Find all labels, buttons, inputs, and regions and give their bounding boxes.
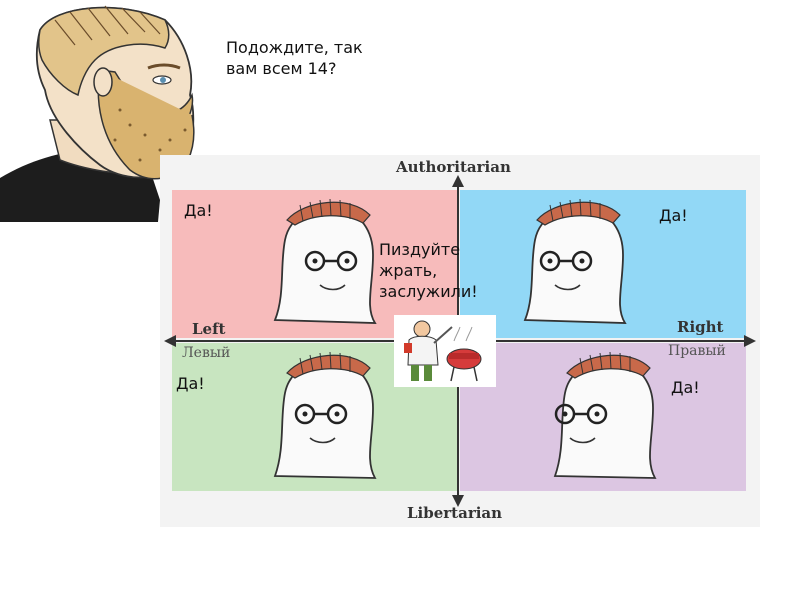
- quadrant-text-auth-left: Да!: [184, 201, 213, 220]
- center-text: Пиздуйте жрать, заслужили!: [379, 239, 478, 302]
- caption-line-2: вам всем 14?: [226, 59, 337, 78]
- nerd-face-auth-left: [273, 198, 377, 324]
- axis-label-left: Left: [192, 320, 226, 338]
- center-text-line-3: заслужили!: [379, 282, 478, 301]
- axis-sublabel-left: Левый: [182, 345, 231, 361]
- chad-face-image: [0, 5, 195, 222]
- grilling-man-image: [394, 315, 496, 387]
- center-text-line-2: жрать,: [379, 261, 438, 280]
- axis-sublabel-right: Правый: [668, 343, 726, 359]
- axis-label-authoritarian: Authoritarian: [396, 158, 511, 176]
- axis-label-right: Right: [677, 318, 724, 336]
- quadrant-text-lib-right: Да!: [671, 378, 700, 397]
- nerd-face-auth-right: [523, 198, 627, 324]
- nerd-face-lib-right: [553, 351, 657, 479]
- caption-line-1: Подождите, так: [226, 38, 363, 57]
- quadrant-text-lib-left: Да!: [176, 374, 205, 393]
- center-text-line-1: Пиздуйте: [379, 240, 461, 259]
- nerd-face-lib-left: [273, 351, 377, 479]
- axis-label-libertarian: Libertarian: [407, 504, 503, 522]
- caption: Подождите, так вам всем 14?: [226, 37, 363, 79]
- quadrant-text-auth-right: Да!: [659, 206, 688, 225]
